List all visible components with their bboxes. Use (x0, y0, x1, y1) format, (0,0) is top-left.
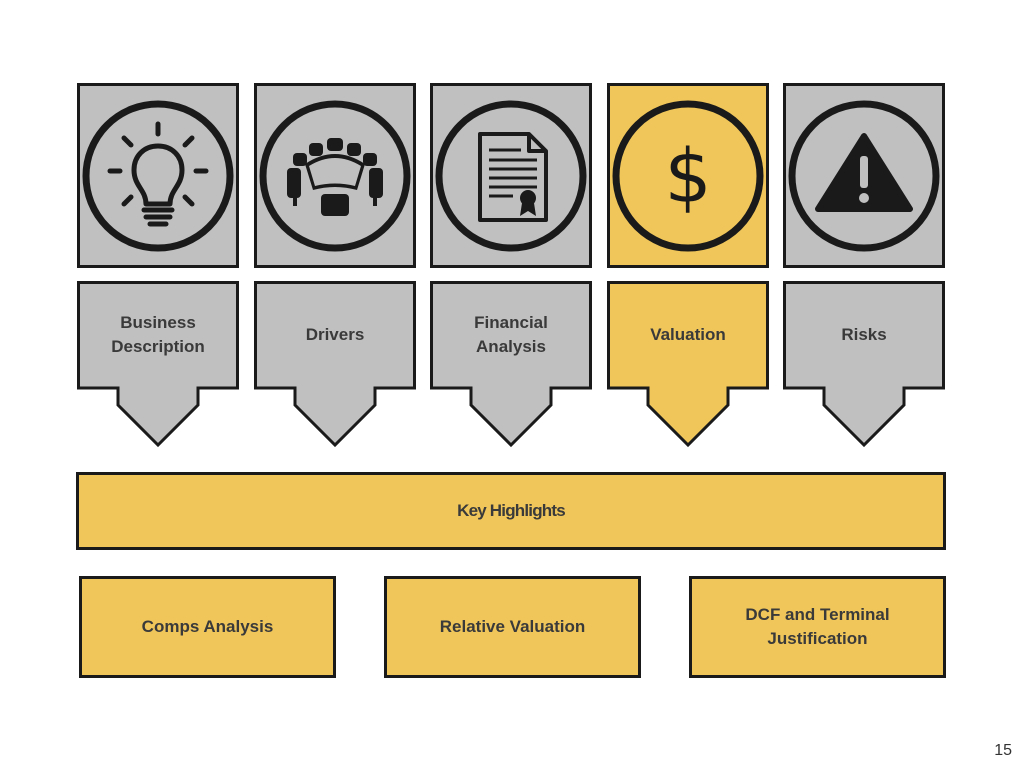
key-highlights-bar: Key Highlights (76, 472, 946, 550)
card-valuation: Valuation (607, 281, 769, 448)
card-label-business-description: Business Description (111, 313, 205, 356)
card-label-drivers: Drivers (305, 325, 365, 344)
card-label-risks: Risks (841, 325, 887, 344)
card-business-description: Business Description (77, 281, 239, 448)
icon-box-valuation: $ (607, 83, 769, 268)
bottom-box-dcf-terminal: DCF and Terminal Justification (689, 576, 946, 678)
card-drivers: Drivers (254, 281, 416, 448)
bottom-label-relative-valuation: Relative Valuation (439, 617, 586, 636)
page-number: 15 (994, 742, 1012, 759)
down-arrow-shape (607, 281, 769, 448)
warning-triangle-icon (788, 100, 940, 252)
dollar-symbol: $ (664, 134, 711, 220)
bottom-box-relative-valuation: Relative Valuation (384, 576, 641, 678)
document-certificate-icon (435, 100, 587, 252)
icon-box-risks (783, 83, 945, 268)
card-risks: Risks (783, 281, 945, 448)
icon-box-drivers (254, 83, 416, 268)
card-financial-analysis: Financial Analysis (430, 281, 592, 448)
bottom-label-comps-analysis: Comps Analysis (141, 617, 274, 636)
card-label-valuation: Valuation (650, 325, 726, 344)
conference-table-icon (259, 100, 411, 252)
card-label-financial-analysis: Financial Analysis (474, 313, 548, 356)
down-arrow-shape (430, 281, 592, 448)
down-arrow-shape (783, 281, 945, 448)
icon-box-financial-analysis (430, 83, 592, 268)
lightbulb-icon (82, 100, 234, 252)
dollar-sign-icon: $ (612, 100, 764, 252)
key-highlights-label: Key Highlights (457, 501, 566, 520)
bottom-box-comps-analysis: Comps Analysis (79, 576, 336, 678)
icon-box-business-description (77, 83, 239, 268)
bottom-label-dcf-terminal: DCF and Terminal Justification (745, 605, 890, 648)
down-arrow-shape (254, 281, 416, 448)
down-arrow-shape (77, 281, 239, 448)
